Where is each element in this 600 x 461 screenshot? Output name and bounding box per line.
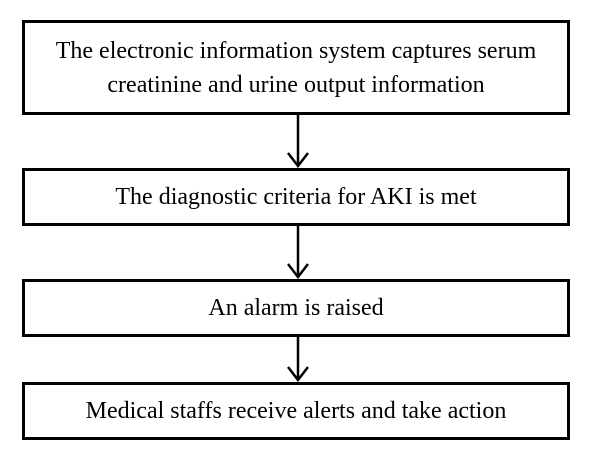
step-box-criteria-met: The diagnostic criteria for AKI is met [22,168,570,226]
down-arrow-icon [287,115,309,168]
down-arrow-icon [287,337,309,382]
step-label: Medical staffs receive alerts and take a… [85,398,507,424]
step-box-alarm-raised: An alarm is raised [22,279,570,337]
step-label: An alarm is raised [208,295,384,321]
step-box-staff-action: Medical staffs receive alerts and take a… [22,382,570,440]
down-arrow-icon [287,226,309,279]
step-label: The diagnostic criteria for AKI is met [115,184,477,210]
step-box-capture-data: The electronic information system captur… [22,20,570,115]
step-label: The electronic information system captur… [55,37,537,98]
